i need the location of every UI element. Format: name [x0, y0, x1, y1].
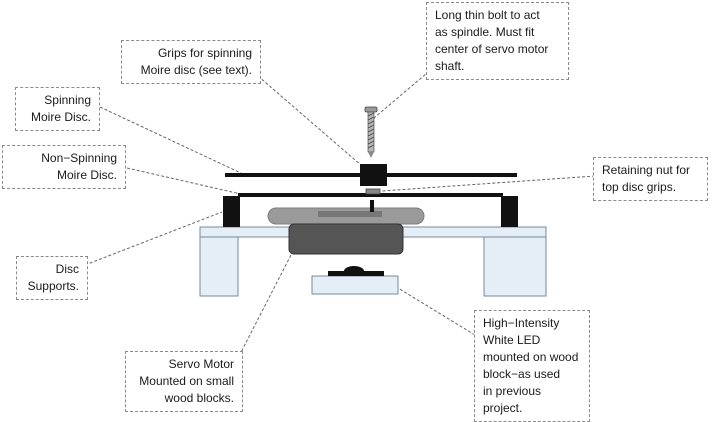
servo-motor [288, 223, 404, 255]
shaft-coupler [318, 211, 382, 217]
servo-shaft [370, 200, 374, 212]
callout-disc-supports: Disc Supports. [16, 256, 88, 300]
leader-grips [257, 75, 363, 167]
left-wood-block [199, 236, 239, 297]
led-wood-block [311, 275, 399, 295]
white-led [344, 266, 364, 276]
callout-spindle: Long thin bolt to act as spindle. Must f… [426, 2, 569, 80]
leader-spinning [99, 106, 246, 176]
retaining-nut [365, 188, 381, 195]
right-wood-block [483, 236, 547, 297]
callout-non-spinning: Non−Spinning Moire Disc. [2, 145, 126, 189]
callout-retaining-nut: Retaining nut for top disc grips. [593, 157, 708, 201]
callout-led: High−Intensity White LED mounted on wood… [474, 310, 590, 422]
spindle-bolt [364, 106, 378, 158]
callout-spinning: Spinning Moire Disc. [15, 87, 100, 131]
leader-spindle [373, 67, 434, 119]
callout-grips: Grips for spinning Moire disc (see text)… [121, 40, 261, 84]
callout-servo-motor: Servo Motor Mounted on small wood blocks… [125, 351, 243, 412]
left-disc-support [223, 196, 240, 227]
leader-servo [236, 252, 293, 361]
leader-nonspinning [126, 167, 246, 196]
right-disc-support [501, 196, 518, 227]
leader-nut [381, 175, 596, 192]
disc-grips [360, 164, 387, 186]
non-spinning-disc [238, 193, 503, 197]
leader-supports [84, 211, 223, 266]
leader-led [397, 287, 476, 336]
